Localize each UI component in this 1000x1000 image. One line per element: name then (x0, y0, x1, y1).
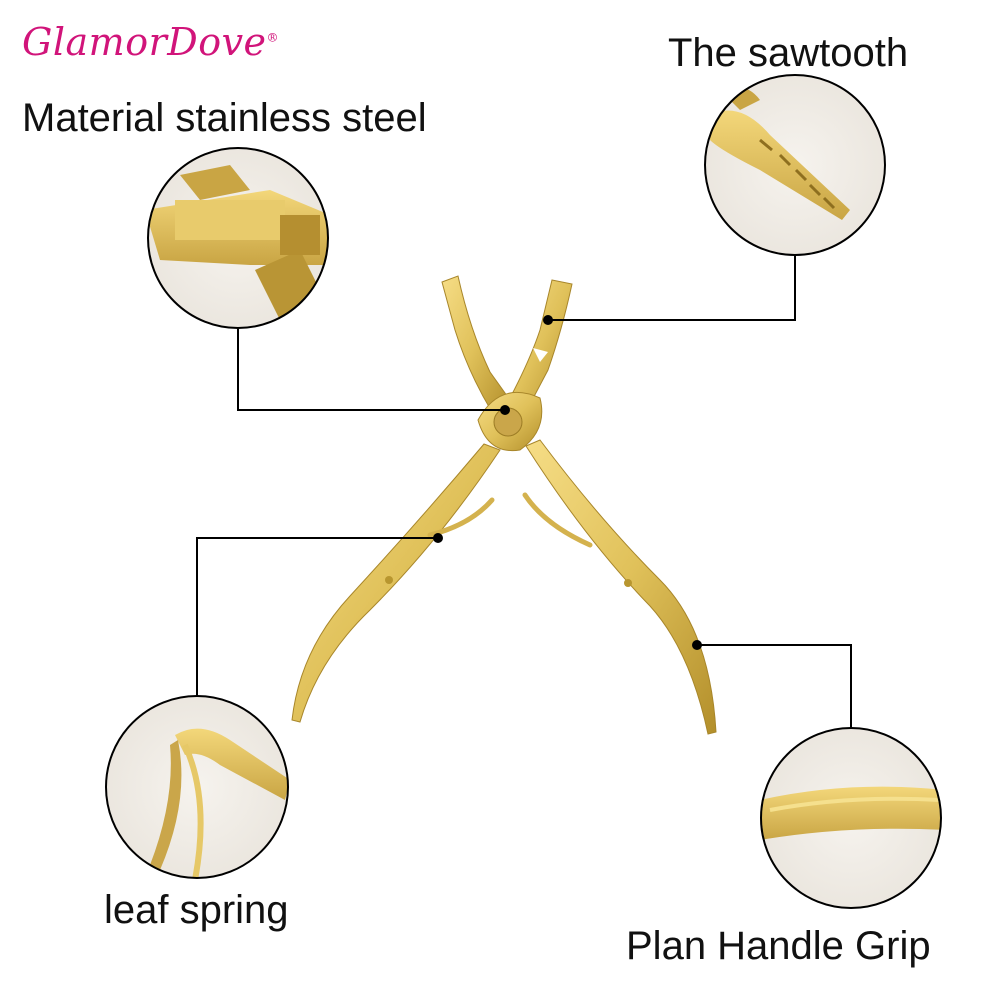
sawtooth-callout (543, 74, 886, 325)
material-label: Material stainless steel (22, 96, 427, 140)
handle-grip-callout (692, 640, 942, 909)
leaf-spring-label: leaf spring (104, 888, 289, 932)
leaf-spring-callout (105, 533, 443, 879)
registered-mark: ® (266, 30, 280, 45)
handle-grip-label: Plan Handle Grip (626, 924, 931, 968)
brand-logo: GlamorDove® (22, 20, 279, 64)
pliers (291, 275, 717, 735)
brand-name: GlamorDove (22, 20, 267, 64)
sawtooth-label: The sawtooth (668, 31, 909, 75)
